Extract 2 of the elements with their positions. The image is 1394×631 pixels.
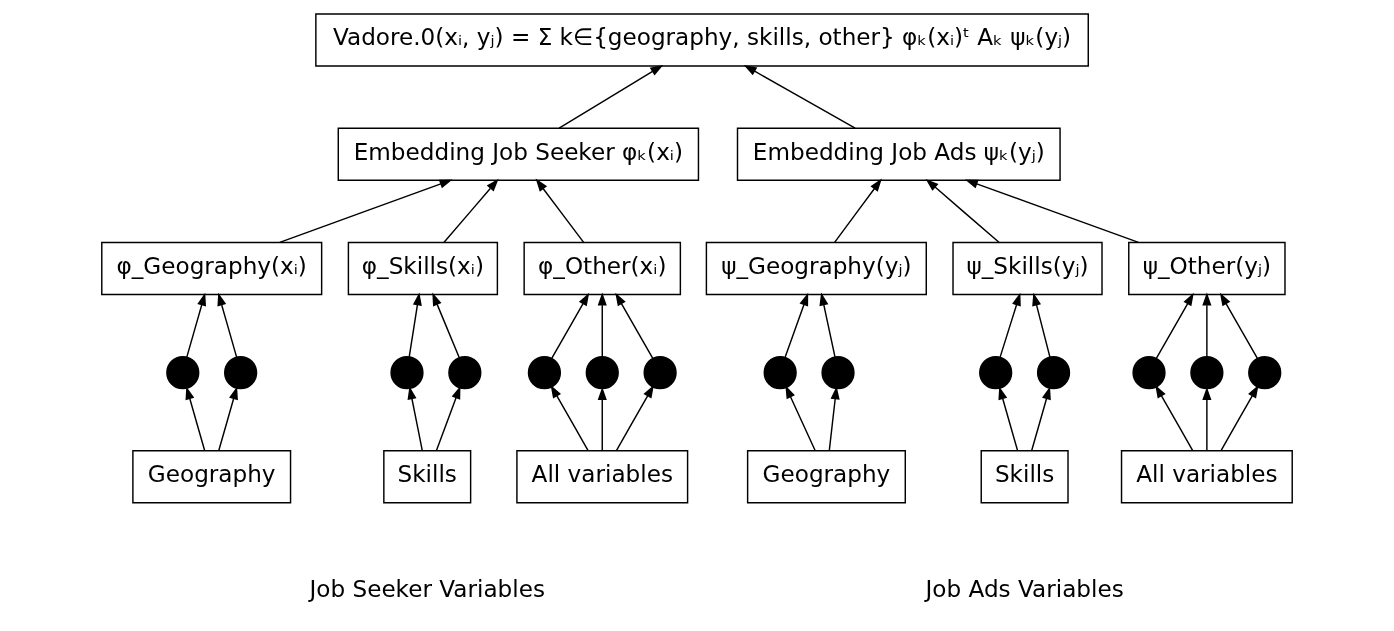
label: Job Ads Variables [925, 575, 1124, 602]
label: Job Seeker Variables [309, 575, 545, 602]
